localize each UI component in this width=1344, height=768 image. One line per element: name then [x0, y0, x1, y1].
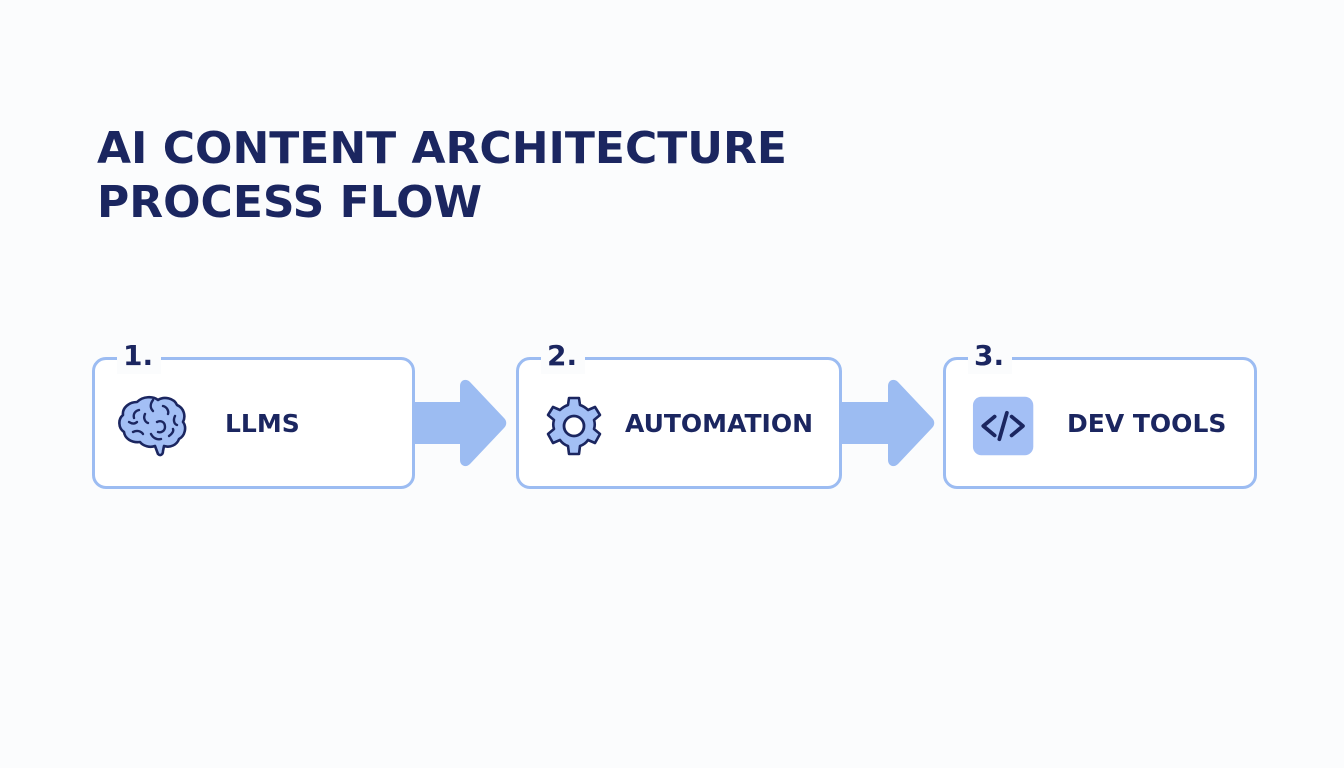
step-box-automation: 2. AUTOMATION — [516, 338, 842, 489]
arrow-right-icon — [414, 379, 507, 467]
code-icon — [972, 396, 1034, 456]
step-label: LLMS — [225, 409, 300, 438]
gear-icon — [546, 396, 602, 456]
step-number: 3. — [968, 338, 1013, 374]
diagram-title-line-2: PROCESS FLOW — [97, 177, 483, 228]
step-box-dev-tools: 3. DEV TOOLS — [943, 338, 1257, 489]
step-box-llms: 1. LLMS — [92, 338, 415, 489]
step-number: 1. — [117, 338, 162, 374]
step-label: AUTOMATION — [625, 409, 814, 438]
diagram-title: AI CONTENT ARCHITECTURE PROCESS FLOW — [97, 122, 787, 230]
diagram-title-line-1: AI CONTENT ARCHITECTURE — [97, 123, 787, 174]
arrow-right-icon — [842, 379, 935, 467]
step-number: 2. — [541, 338, 586, 374]
brain-icon — [118, 395, 187, 457]
step-label: DEV TOOLS — [1067, 409, 1227, 438]
